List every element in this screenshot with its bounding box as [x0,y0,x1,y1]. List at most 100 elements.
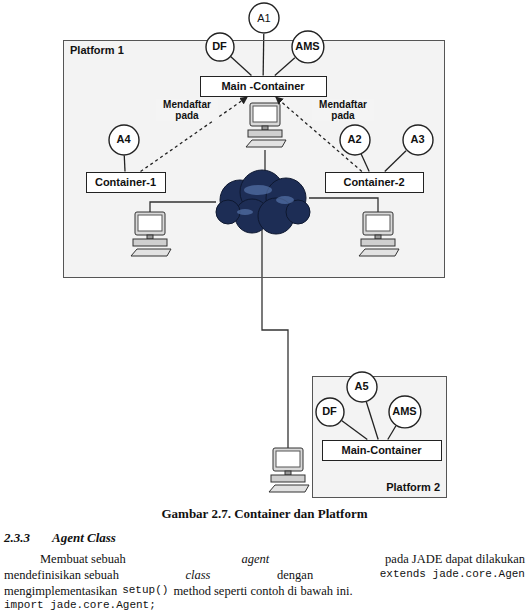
agent-circle: A4 [108,124,140,156]
registration-arrow [141,97,248,172]
body-text: method seperti contoh di bawah ini. [173,584,352,599]
agent-link [342,420,368,439]
computer-icon [131,212,171,256]
text-line: mendefinisikan sebuah class dengan extends … [4,568,525,583]
monitor [250,103,280,126]
service-circle: DF [315,397,345,427]
node-label: Main -Container [221,80,304,93]
circle-shape [340,125,370,155]
stand [285,471,291,475]
service-circle: AMS [388,395,422,429]
container-box: Container-2 [325,172,424,193]
monitor [273,448,303,471]
network-cable [309,198,378,212]
cloud-highlight [276,196,294,204]
node-label: A3 [410,133,424,146]
monitor [363,212,393,235]
circle-shape [389,396,421,428]
platform-box: Platform 1DFAMSMain -ContainerA4A2A3Cont… [63,40,445,278]
case [248,130,282,137]
circle-shape [292,31,324,63]
node-label: Container-1 [95,176,156,189]
case [271,475,305,482]
computer-icon [359,212,399,256]
platform-ground [63,40,445,278]
figure-caption: Gambar 2.7. Container dan Platform [0,506,529,522]
cloud-lobe [216,200,240,224]
stand [375,235,381,239]
code-text: setup() [122,584,168,599]
screen [138,215,162,231]
agent-link [231,57,252,76]
edge-label: Mendaftar pada [312,99,374,121]
monitor [135,212,165,235]
node-label: Container-2 [343,176,404,189]
circle-shape [249,3,279,33]
service-circle: AMS [291,30,325,64]
screen [276,451,300,467]
network-cable [150,202,216,212]
circle-shape [403,125,433,155]
screen [253,106,277,122]
keyboard [131,249,171,256]
body-text: Agent Class [52,530,116,546]
computer-icon [246,103,286,147]
container-box: Container-1 [86,172,166,193]
body-text: dengan [277,568,313,583]
body-text: mengimplementasikan [4,584,117,599]
node-label: DF [322,405,337,418]
node-label: AMS [392,405,416,418]
node-label: Platform 2 [386,481,440,494]
agent-link [385,151,406,172]
text-line: mengimplementasikan setup() method seperti… [4,584,353,599]
network-cable [262,230,288,448]
circle-shape [316,398,344,426]
case [133,239,167,246]
circle-shape [206,33,234,61]
body-text: mendefinisikan sebuah [4,568,119,583]
agent-link [366,402,378,440]
agent-circle: A3 [402,124,434,156]
agent-link [124,155,126,171]
network-cloud [216,170,310,234]
keyboard [359,249,399,256]
body-text: class [185,568,210,583]
agent-link [388,426,396,439]
circle-shape [347,372,377,402]
node-label: A2 [347,133,361,146]
circle-shape [109,125,139,155]
node-label: Main-Container [341,444,421,457]
body-text: agent [242,552,270,567]
platform-box: Platform 2 A5DF AMS Main-Container [312,376,447,498]
screen [366,215,390,231]
agent-circle: A2 [339,124,371,156]
body-text: pada JADE dapat dilakukan [385,552,525,567]
cloud-highlight [237,209,253,215]
container-box: Main-Container [322,440,442,461]
body-text: 2.3.3 [4,530,30,546]
text-line: import jade.core.Agent; [4,599,156,611]
keyboard [246,140,286,147]
platform-ground [312,376,447,498]
node-label: DF [212,40,227,53]
agent-circle: A1 [248,2,280,34]
service-circle: DF [205,32,235,62]
agent-link [275,58,295,76]
text-line: Membuat sebuah agent pada JADE dapat dilak… [40,552,525,567]
node-label: A5 [354,380,368,393]
agent-link [361,154,369,171]
code-text: import jade.core.Agent; [4,599,156,611]
stand [262,126,268,130]
case [361,239,395,246]
code-text: extends jade.core.Agen [380,568,525,583]
node-label: AMS [295,40,319,53]
text-line: 2.3.3 Agent Class [4,530,116,546]
node-label: A1 [257,12,270,25]
keyboard [269,485,309,492]
body-text: Membuat sebuah [40,552,126,567]
node-label: A4 [116,133,130,146]
cloud-lobe [286,200,310,224]
computer-icon [269,448,309,492]
edge-label: Mendaftar pada [156,99,218,121]
